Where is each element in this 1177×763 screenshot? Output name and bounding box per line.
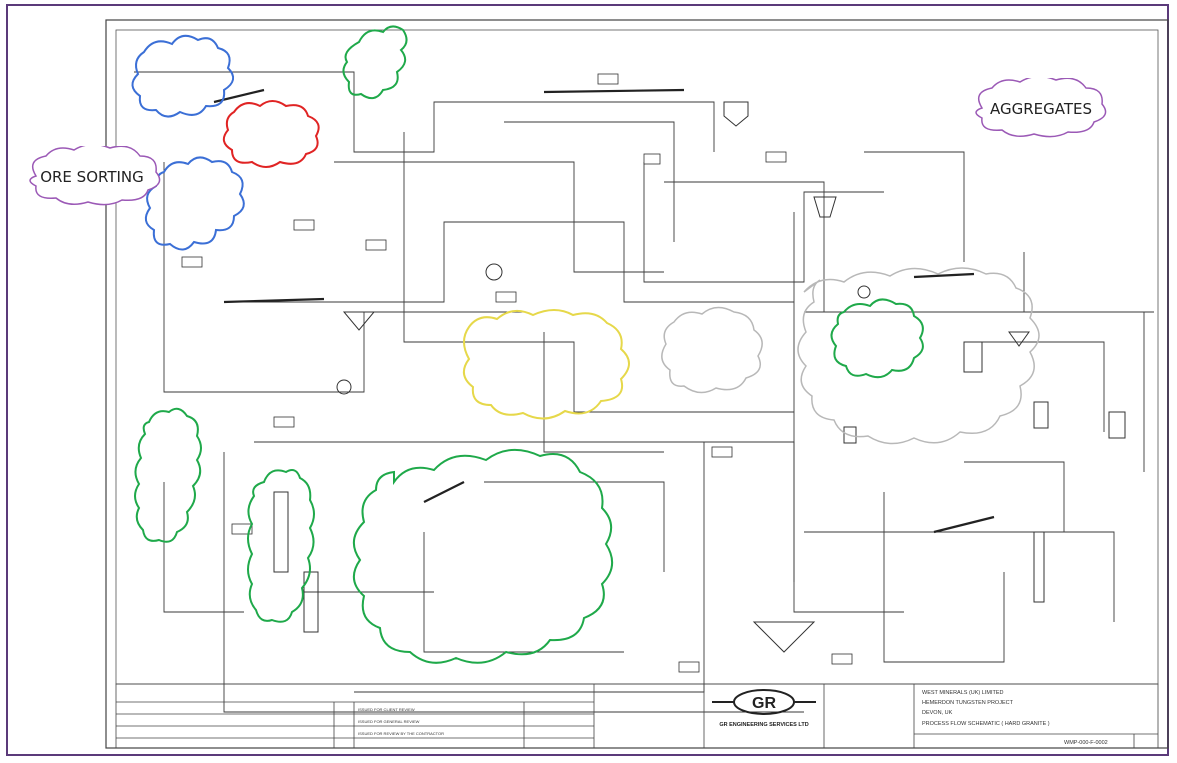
conveyors xyxy=(214,90,994,532)
green-cloud-left xyxy=(135,409,201,542)
green-cloud-aggregates xyxy=(831,299,922,377)
aggregates-label: AGGREGATES xyxy=(990,100,1092,118)
revision-3: ISSUED FOR REVIEW BY THE CONTRACTOR xyxy=(358,731,444,736)
company-name: GR ENGINEERING SERVICES LTD xyxy=(719,722,808,728)
ore-sorting-label: ORE SORTING xyxy=(40,168,144,186)
drawing-title: PROCESS FLOW SCHEMATIC ( HARD GRANITE ) xyxy=(922,721,1050,727)
revision-2: ISSUED FOR GENERAL REVIEW xyxy=(358,719,420,724)
pipework xyxy=(134,72,1154,712)
project-name: HEMERDON TUNGSTEN PROJECT xyxy=(922,700,1014,706)
blue-cloud-top xyxy=(132,36,233,117)
project-location: DEVON, UK xyxy=(922,710,953,716)
drawing-number: WMP-000-F-0002 xyxy=(1064,740,1108,746)
yellow-cloud xyxy=(464,310,629,419)
green-cloud-top xyxy=(343,26,406,98)
revision-1: ISSUED FOR CLIENT REVIEW xyxy=(358,707,415,712)
client-name: WEST MINERALS (UK) LIMITED xyxy=(922,690,1004,696)
ore-sorting-callout: ORE SORTING xyxy=(20,146,170,208)
gr-logo-text: GR xyxy=(752,695,776,712)
aggregates-callout: AGGREGATES xyxy=(966,78,1116,140)
red-cloud xyxy=(224,101,319,167)
outer-frame: GR GR ENGINEERING SERVICES LTD WEST MINE… xyxy=(6,4,1169,756)
vessels xyxy=(274,102,1125,652)
